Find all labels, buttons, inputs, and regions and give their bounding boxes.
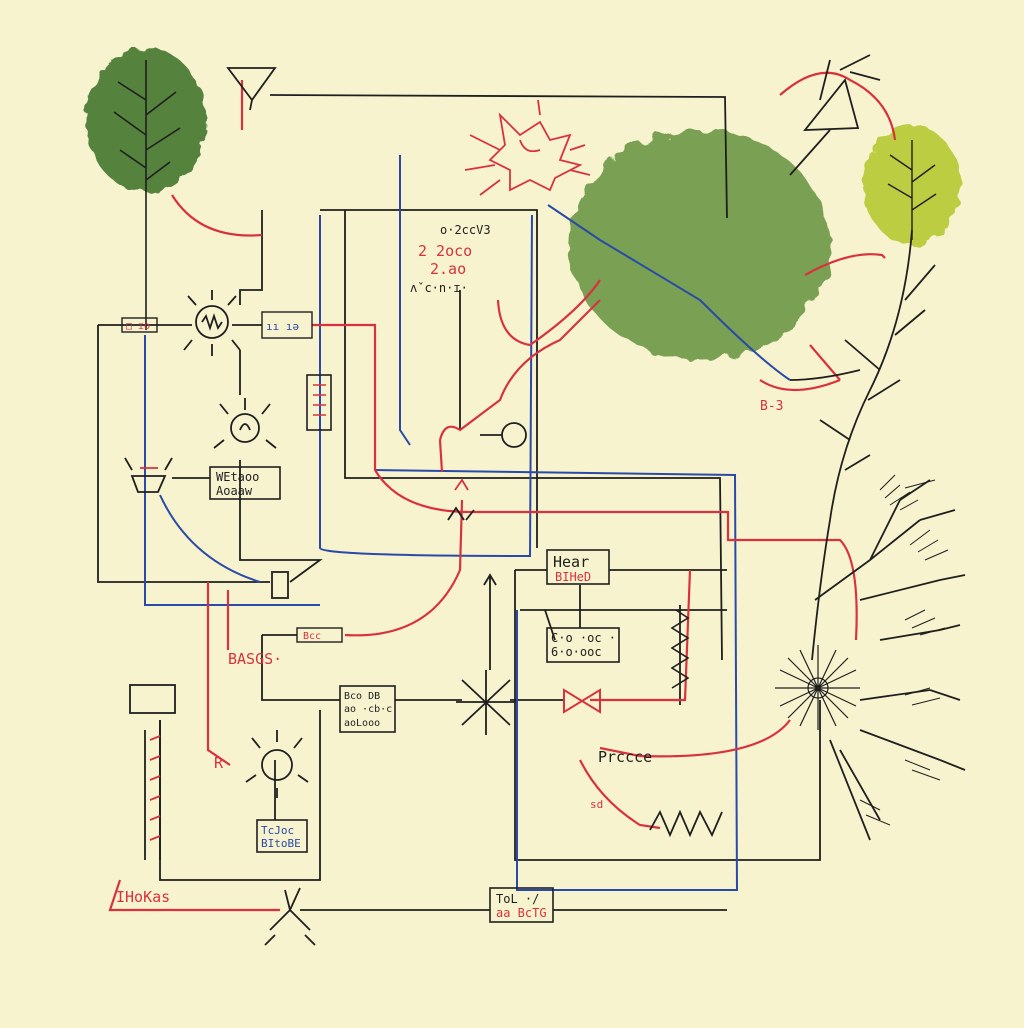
- small-box-1-label: □ ɪo: [126, 321, 150, 332]
- lamp-component-mid: [213, 398, 277, 449]
- branching-tree-right: [789, 229, 966, 841]
- small-box-2: Bcc: [296, 627, 343, 643]
- box-right-hear: Hear BIHeD: [546, 549, 610, 585]
- bowtie-valve: [563, 688, 601, 714]
- cup-component: [124, 457, 173, 493]
- box-left-line2: Aoaaw: [216, 484, 253, 498]
- capacitor-switch: [271, 571, 289, 599]
- foliage-left-tree: [86, 48, 206, 330]
- top-readout-line3: 2.ao: [430, 260, 466, 278]
- box-center: Bco DB ao ·cb·c aoLooo: [339, 685, 396, 733]
- black-wiring: [97, 94, 821, 911]
- foliage-yellow-tree: [864, 125, 960, 245]
- small-box-3-label: ıı ıǝ: [266, 320, 299, 333]
- label-precce: Prccce: [598, 748, 652, 766]
- box-mid: C·o ·oc · 6·o·ooc: [546, 627, 620, 663]
- box-left: WEtaoo Aoaaw: [209, 466, 281, 500]
- ground-node: [447, 478, 475, 521]
- small-box-3: ıı ıǝ: [261, 311, 313, 339]
- box-left-line1: WEtaoo: [216, 470, 259, 484]
- cross-node: [456, 573, 516, 735]
- zigzag-bottom-right: [649, 809, 723, 838]
- top-readout-line2: 2 2oco: [418, 242, 472, 260]
- blue-wiring: [144, 155, 791, 891]
- box-bottom-line2: aa BcTG: [496, 906, 547, 920]
- label-bs: B-3: [760, 399, 783, 414]
- feathery-leaves: [859, 474, 949, 826]
- small-box-1: □ ɪo: [121, 317, 158, 333]
- box-low: TcJoc BItoBE: [256, 819, 308, 853]
- lamp-component-low: [245, 730, 309, 798]
- circle-node-right: [480, 422, 527, 448]
- label-r: R: [214, 754, 224, 772]
- top-readout: o·2ccV3 2 2oco 2.ao ʌˇc·n·ɪ·: [410, 223, 491, 295]
- foliage-big-bush: [570, 130, 830, 360]
- lamp-component-top: [183, 290, 241, 356]
- red-wiring: [108, 71, 897, 912]
- antenna-sketch: [226, 54, 881, 176]
- spring-coil: [670, 609, 690, 689]
- root-node-bottom: [264, 887, 316, 946]
- label-ihokas: IHoKas: [116, 888, 170, 906]
- box-right-line2: BIHeD: [555, 570, 591, 584]
- sunburst-node: [775, 645, 860, 730]
- label-sd: sd: [590, 798, 603, 811]
- box-mid-line1: C·o ·oc ·: [551, 631, 616, 645]
- box-center-line1: Bco DB: [344, 691, 380, 702]
- top-readout-line1: o·2ccV3: [440, 223, 491, 237]
- box-mid-line2: 6·o·ooc: [551, 645, 602, 659]
- small-box-2-label: Bcc: [303, 631, 321, 642]
- box-right-line1: Hear: [553, 553, 589, 571]
- battery-stack: [129, 684, 176, 860]
- box-low-line1: TcJoc: [261, 824, 294, 837]
- label-basics: BASGS·: [228, 650, 282, 668]
- box-bottom: ToL ·/ aa BcTG: [489, 887, 554, 923]
- top-readout-line4: ʌˇc·n·ɪ·: [410, 281, 468, 295]
- box-center-line3: aoLooo: [344, 718, 380, 729]
- box-center-line2: ao ·cb·c: [344, 704, 392, 715]
- box-bottom-line1: ToL ·/: [496, 892, 539, 906]
- red-star-node: [464, 99, 591, 196]
- box-low-line2: BItoBE: [261, 837, 301, 850]
- resistor-vertical: [306, 374, 332, 431]
